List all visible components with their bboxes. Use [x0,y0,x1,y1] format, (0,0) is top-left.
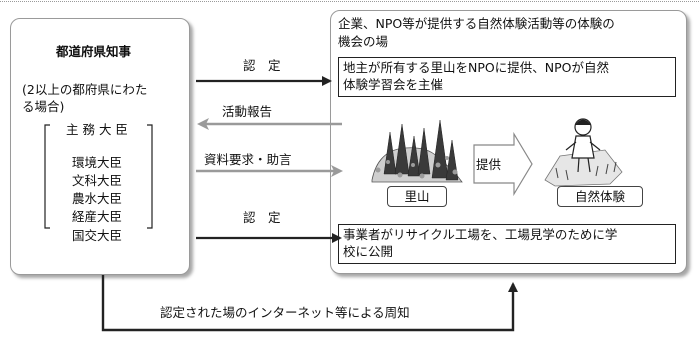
prefecture-governor-box [10,18,190,275]
ministers-header: 主 務 大 臣 [66,122,128,137]
example2-line1: 事業者がリサイクル工場を、工場見学のために学 [343,227,618,242]
publicize-arrow [101,275,518,332]
example2-line2: 校に公開 [343,244,394,259]
governor-title: 都道府県知事 [56,44,132,59]
minister-agriculture: 農水大臣 [72,191,123,206]
satoyama-icon [371,119,463,183]
example1-line2: 体験学習会を主催 [343,77,444,92]
activity-report-label: 活動報告 [222,104,273,119]
publicize-label: 認定された場のインターネット等による周知 [160,305,410,320]
satoyama-label: 里山 [387,186,447,207]
provide-label: 提供 [476,157,501,172]
minister-economy: 経産大臣 [72,209,123,224]
certify-label-top: 認 定 [243,58,281,73]
request-advice-label: 資料要求・助言 [204,152,292,167]
example-recycling-factory: 事業者がリサイクル工場を、工場見学のために学 校に公開 [338,224,676,264]
example-satoyama-npo: 地主が所有する里山をNPOに提供、NPOが自然 体験学習会を主催 [338,57,676,97]
multi-prefecture-note-line2: る場合) [22,99,65,114]
venue-title-line2: 機会の場 [338,34,389,49]
child-field-icon [544,118,623,187]
provide-arrow: 提供 [473,131,533,197]
venue-title-line1: 企業、NPO等が提供する自然体験活動等の体験の [338,16,615,31]
multi-prefecture-note-line1: (2以上の都府県にわた [22,82,148,97]
ministers-bracket [44,124,153,229]
minister-environment: 環境大臣 [72,155,123,170]
top-dotted-border [0,1,699,2]
minister-transport: 国交大臣 [72,228,123,243]
example1-line1: 地主が所有する里山をNPOに提供、NPOが自然 [343,60,609,75]
certify-label-bottom: 認 定 [243,210,281,225]
nature-experience-label: 自然体験 [557,186,643,207]
minister-education: 文科大臣 [72,173,123,188]
